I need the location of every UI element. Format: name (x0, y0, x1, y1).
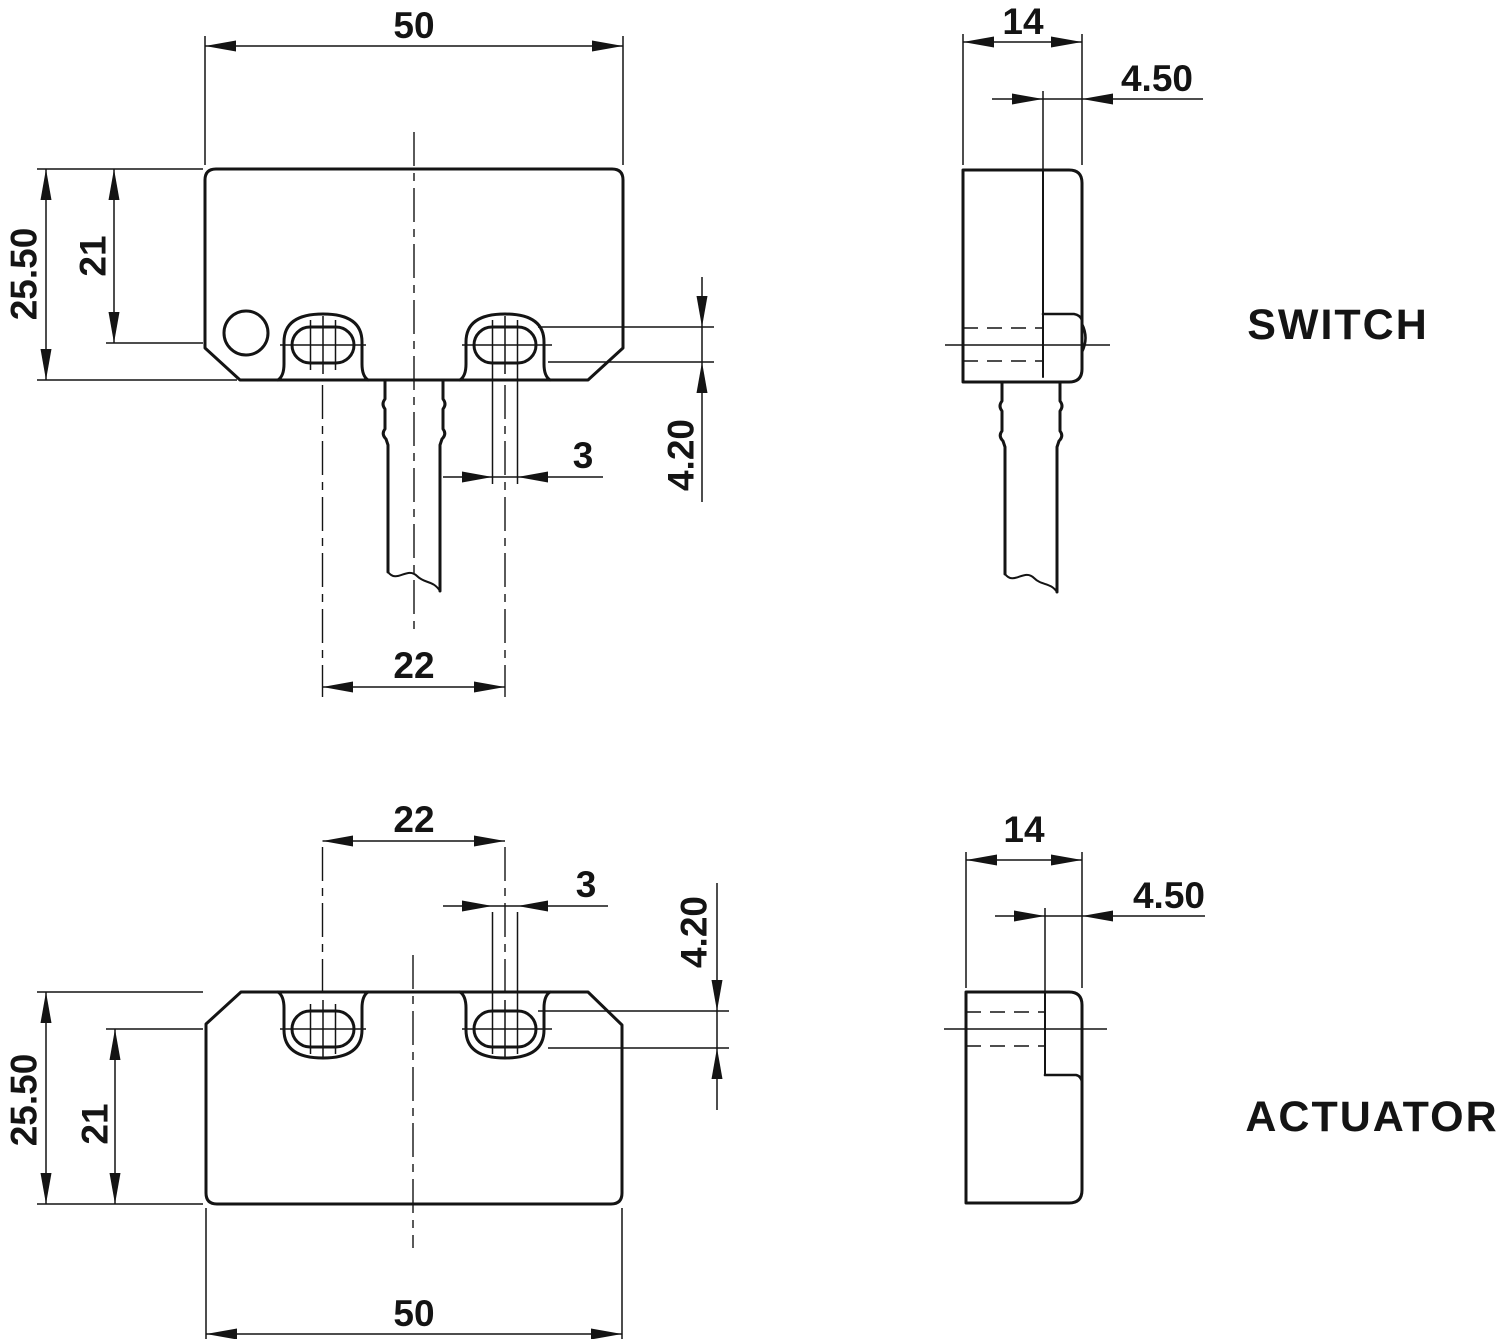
dim-switch-hole-center: 21 (73, 169, 203, 344)
dim-actuator-slot-width: 3 (443, 864, 608, 912)
dim-actuator-slot-height-value: 4.20 (674, 896, 715, 968)
dim-switch-slot-width-value: 3 (573, 435, 594, 476)
dim-switch-depth-value: 14 (1002, 1, 1044, 42)
switch-cable-side-break-line (1004, 573, 1058, 593)
switch-mounting-lug-right (458, 312, 552, 382)
dim-switch-height-value: 25.50 (4, 228, 45, 321)
switch-round-hole (222, 309, 270, 357)
switch-mounting-lug-left (276, 312, 370, 382)
dim-actuator-slot-width-value: 3 (576, 864, 597, 905)
actuator-body-outline (204, 990, 624, 1206)
dim-actuator-hole-center-value: 21 (75, 1103, 116, 1144)
dim-switch-face-offset-value: 4.50 (1121, 58, 1193, 99)
actuator-side-view: 14 4.50 ACTUATOR (944, 809, 1498, 1205)
dim-actuator-depth: 14 (965, 809, 1083, 988)
dim-switch-width-value: 50 (393, 5, 434, 46)
switch-side-step-edge (1041, 312, 1084, 322)
actuator-side-hidden-lines (966, 1011, 1045, 1047)
actuator-side-step-edge (1043, 1073, 1084, 1084)
switch-cable-front (381, 378, 447, 593)
dim-switch-slot-width: 3 (443, 435, 603, 483)
actuator-side-outline (964, 990, 1084, 1205)
dim-actuator-hole-center: 21 (75, 1028, 203, 1204)
slot-crosshair-left (280, 316, 366, 374)
dim-switch-slot-pitch: 22 (322, 645, 505, 693)
dim-actuator-height: 25.50 (4, 991, 203, 1205)
dim-switch-hole-center-value: 21 (73, 235, 114, 276)
switch-side-sensing-bump (1080, 322, 1087, 354)
switch-side-hidden-lines (963, 327, 1043, 362)
slot-crosshair-right (462, 316, 552, 484)
actuator-view-label: ACTUATOR (1245, 1093, 1498, 1141)
switch-cable-side (998, 380, 1064, 594)
actuator-front-view: 22 3 4.20 25.50 21 (4, 799, 729, 1339)
dim-actuator-slot-height: 4.20 (538, 883, 729, 1110)
actuator-slot-crosshair-left (280, 1000, 366, 1058)
dim-switch-slot-height-value: 4.20 (661, 419, 702, 491)
dim-actuator-slot-pitch-value: 22 (393, 799, 434, 840)
switch-body-outline (203, 167, 625, 382)
dim-switch-width: 50 (204, 5, 624, 165)
dim-switch-slot-pitch-value: 22 (393, 645, 434, 686)
switch-cable-break-line (387, 571, 441, 592)
dim-actuator-height-value: 25.50 (4, 1054, 45, 1147)
dim-switch-height: 25.50 (4, 168, 237, 381)
dim-switch-slot-height: 4.20 (538, 277, 714, 502)
switch-side-outline (961, 168, 1084, 384)
dim-actuator-depth-value: 14 (1003, 809, 1045, 850)
dim-switch-face-offset: 4.50 (992, 58, 1203, 170)
dim-actuator-face-offset: 4.50 (995, 875, 1205, 992)
dim-switch-depth: 14 (962, 1, 1083, 165)
switch-front-view: 50 25.50 21 4.20 3 (4, 5, 714, 697)
switch-side-view: 14 4.50 SWITCH (945, 1, 1429, 594)
dim-actuator-width-value: 50 (393, 1293, 434, 1334)
dim-actuator-slot-pitch: 22 (322, 799, 505, 847)
dim-actuator-face-offset-value: 4.50 (1133, 875, 1205, 916)
actuator-slot-crosshair-right (462, 912, 552, 1058)
switch-view-label: SWITCH (1247, 301, 1429, 349)
dim-actuator-width: 50 (205, 1208, 623, 1339)
